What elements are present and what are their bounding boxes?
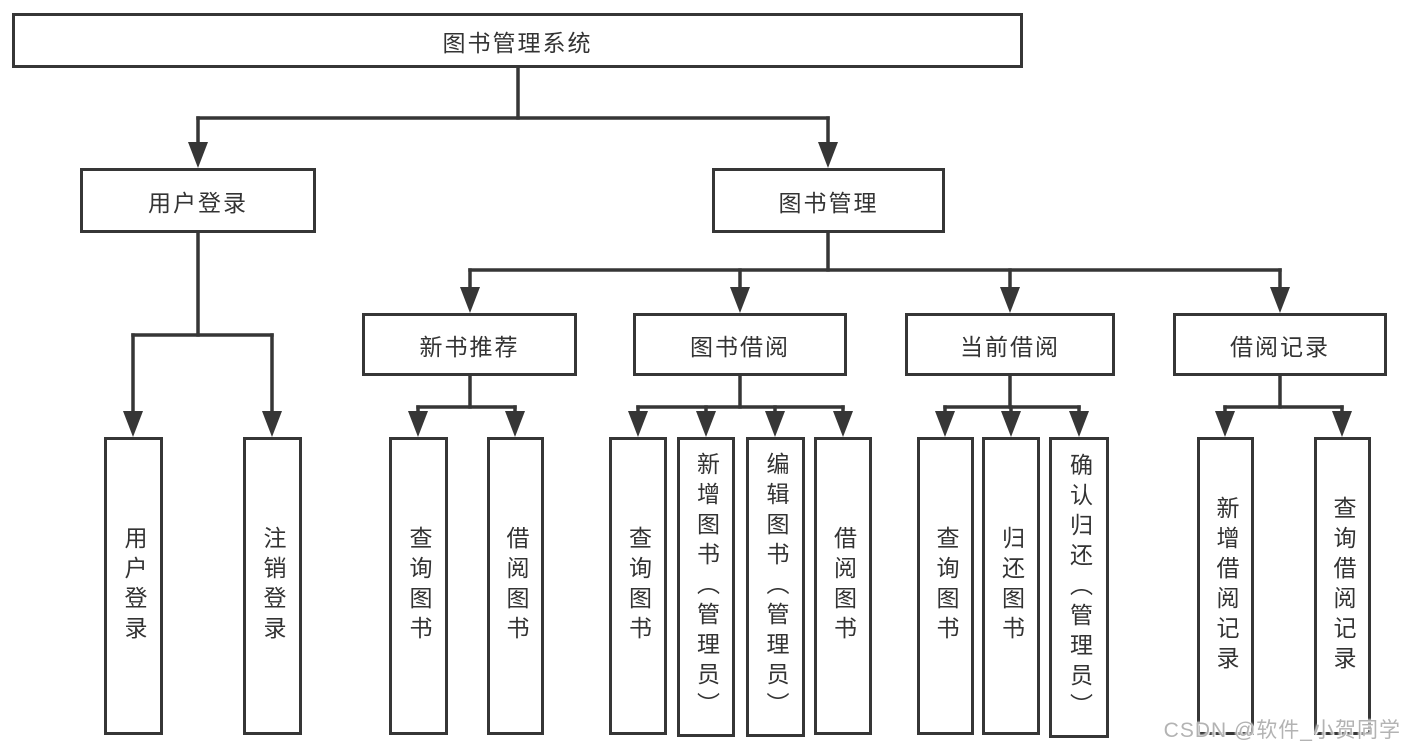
leaf-add-borrow-record: 新增借阅记录 (1197, 437, 1254, 735)
connector-current-borrow-branch (935, 372, 1089, 437)
leaf-borrow-books: 借阅图书 (814, 437, 872, 735)
node-book-borrow-label: 图书借阅 (690, 333, 790, 360)
node-borrow-records: 借阅记录 (1173, 313, 1387, 376)
node-book-borrow: 图书借阅 (633, 313, 847, 376)
node-new-book-recommend-label: 新书推荐 (419, 333, 520, 360)
node-new-book-recommend: 新书推荐 (362, 313, 577, 376)
leaf-query-books-recommend: 查询图书 (389, 437, 448, 735)
leaf-add-book-admin: 新增图书（管理员） (677, 437, 735, 737)
node-borrow-records-label: 借阅记录 (1230, 333, 1330, 360)
node-book-management-label: 图书管理 (778, 189, 879, 216)
connector-root-to-level2 (188, 64, 838, 168)
leaf-confirm-return-admin: 确认归还（管理员） (1049, 437, 1109, 738)
node-root-label: 图书管理系统 (442, 29, 593, 56)
node-current-borrow-label: 当前借阅 (960, 333, 1060, 360)
leaf-query-books-borrow: 查询图书 (609, 437, 667, 735)
connector-user-login-branch (123, 229, 282, 437)
leaf-user-login: 用户登录 (104, 437, 163, 735)
leaf-return-books: 归还图书 (982, 437, 1040, 735)
leaf-edit-book-admin: 编辑图书（管理员） (746, 437, 805, 737)
leaf-borrow-books-recommend: 借阅图书 (487, 437, 544, 735)
node-user-login-label: 用户登录 (148, 189, 248, 216)
leaf-logout: 注销登录 (243, 437, 302, 735)
node-user-login: 用户登录 (80, 168, 316, 233)
leaf-query-books-current: 查询图书 (917, 437, 974, 735)
connector-borrow-records-branch (1215, 372, 1352, 437)
node-root: 图书管理系统 (12, 13, 1023, 68)
csdn-watermark: CSDN @软件_小贺同学 (1163, 719, 1401, 742)
leaf-query-borrow-record: 查询借阅记录 (1314, 437, 1371, 735)
node-current-borrow: 当前借阅 (905, 313, 1115, 376)
node-book-management: 图书管理 (712, 168, 945, 233)
connector-book-borrow-branch (628, 372, 853, 437)
connector-book-management-branch (460, 229, 1290, 313)
connector-new-book-branch (408, 372, 525, 437)
